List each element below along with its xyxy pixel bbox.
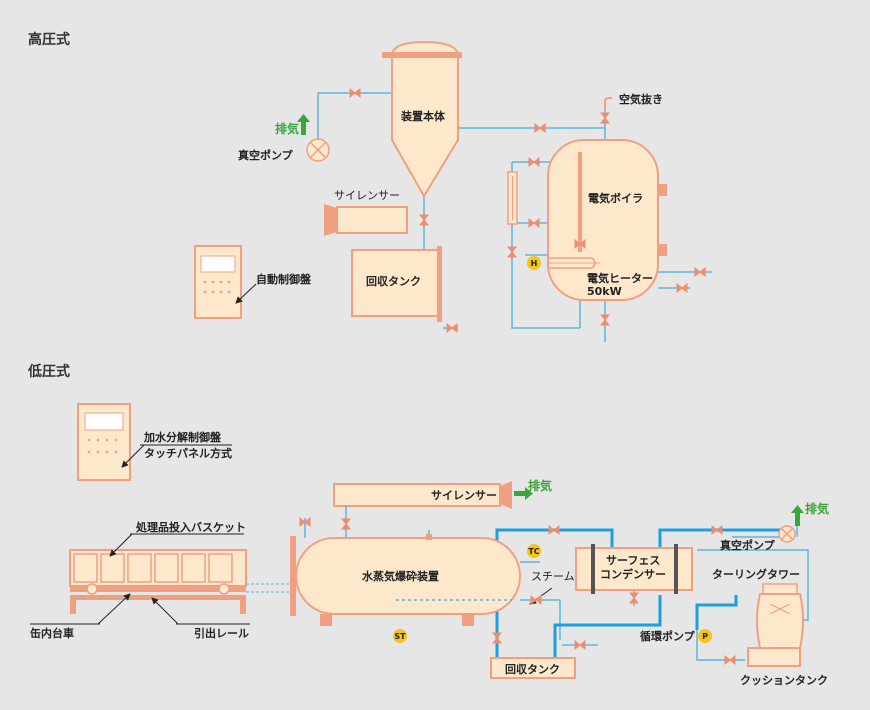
lp-control-panel xyxy=(77,403,131,481)
lp-circulation-pump-badge: P xyxy=(698,629,712,643)
lp-recovery-tank-label: 回収タンク xyxy=(505,662,560,676)
lp-control-panel-line2: タッチパネル方式 xyxy=(144,446,232,460)
hp-heater-badge-text: H xyxy=(531,259,538,268)
hp-valve[interactable] xyxy=(446,323,458,333)
lp-valve[interactable] xyxy=(711,525,723,535)
lp-condenser-line2: コンデンサー xyxy=(600,567,666,581)
hp-auto-control-panel xyxy=(194,245,242,319)
hp-valve[interactable] xyxy=(534,123,546,133)
lp-tc-badge-text: TC xyxy=(528,547,539,556)
lp-vacuum-pump xyxy=(778,525,796,543)
lp-exhaust-label-1: 排気 xyxy=(528,478,552,493)
lp-exhaust-arrow-icon-2 xyxy=(791,505,804,526)
hp-electric-boiler-label: 電気ボイラ xyxy=(588,191,643,205)
lp-tc-badge: TC xyxy=(527,544,541,558)
hp-air-vent-label: 空気抜き xyxy=(619,92,663,106)
hp-auto-control-panel-label: 自動制御盤 xyxy=(256,272,312,286)
lp-steam-crusher-label: 水蒸気爆砕装置 xyxy=(362,569,439,583)
hp-heater-badge: H xyxy=(527,256,541,270)
lp-recovery-tank xyxy=(490,657,576,679)
lp-steam-in-label: スチーム入 xyxy=(531,570,586,583)
hp-exhaust-label: 排気 xyxy=(275,121,299,136)
hp-valve[interactable] xyxy=(600,112,610,124)
lp-valve[interactable] xyxy=(548,525,560,535)
hp-heater-label-line2: 50kW xyxy=(587,285,622,298)
lp-vacuum-pump-label: 真空ポンプ xyxy=(720,538,776,552)
hp-silencer-label: サイレンサー xyxy=(334,189,400,202)
hp-recovery-tank xyxy=(351,246,442,322)
lp-surface-condenser xyxy=(575,544,693,594)
section-title-high-pressure: 高圧式 xyxy=(28,31,70,48)
hp-valve[interactable] xyxy=(507,246,517,258)
hp-exhaust-arrow-icon xyxy=(297,114,310,135)
lp-silencer xyxy=(333,481,512,509)
hp-vacuum-pump-label: 真空ポンプ xyxy=(238,148,294,162)
hp-main-body-label: 装置本体 xyxy=(400,109,446,123)
lp-control-panel-line1: 加水分解制御盤 xyxy=(143,430,222,444)
lp-valve[interactable] xyxy=(492,632,502,644)
hp-valve[interactable] xyxy=(349,88,361,98)
lp-basket-label: 処理品投入バスケット xyxy=(135,520,246,534)
lp-in-can-cart-label: 缶内台車 xyxy=(30,626,74,640)
hp-main-body xyxy=(382,40,462,198)
lp-cooling-tower-label: ターリングタワー xyxy=(712,567,800,581)
hp-sight-glass xyxy=(507,171,518,225)
hp-vacuum-pump xyxy=(306,138,330,162)
lp-valve[interactable] xyxy=(341,518,351,530)
hp-heater-label-line1: 電気ヒーター xyxy=(587,271,653,285)
hp-recovery-tank-label: 回収タンク xyxy=(366,274,421,288)
lp-valve[interactable] xyxy=(530,595,542,605)
lp-exhaust-label-2: 排気 xyxy=(805,501,829,516)
lp-valve[interactable] xyxy=(629,592,639,604)
hp-silencer xyxy=(324,204,408,236)
hp-electric-boiler xyxy=(547,139,667,301)
lp-cart-and-rail xyxy=(70,583,290,614)
lp-exhaust-arrow-icon-1 xyxy=(514,487,533,500)
lp-circulation-pump-label: 循環ポンプ xyxy=(640,629,696,643)
hp-valve[interactable] xyxy=(528,157,540,167)
lp-pull-out-rail-label: 引出レール xyxy=(194,626,249,640)
hp-valve[interactable] xyxy=(600,314,610,326)
lp-valve[interactable] xyxy=(574,640,586,650)
lp-silencer-label: サイレンサー xyxy=(431,489,497,502)
lp-cooling-tower xyxy=(747,583,804,667)
section-title-low-pressure: 低圧式 xyxy=(27,363,70,380)
lp-pump-badge-text: P xyxy=(702,632,708,641)
lp-st-badge: ST xyxy=(393,629,407,643)
lp-steam-crusher xyxy=(290,534,521,626)
lp-basket xyxy=(69,549,247,587)
lp-st-badge-text: ST xyxy=(394,632,406,641)
lp-cushion-tank-label: クッションタンク xyxy=(740,674,828,687)
hp-valve[interactable] xyxy=(528,218,540,228)
lp-condenser-line1: サーフェス xyxy=(606,554,660,567)
hp-valve[interactable] xyxy=(694,267,706,277)
lp-valve[interactable] xyxy=(724,655,736,665)
hp-valve[interactable] xyxy=(419,214,429,226)
hp-air-vent-pipe xyxy=(604,97,612,110)
hp-valve[interactable] xyxy=(676,283,688,293)
